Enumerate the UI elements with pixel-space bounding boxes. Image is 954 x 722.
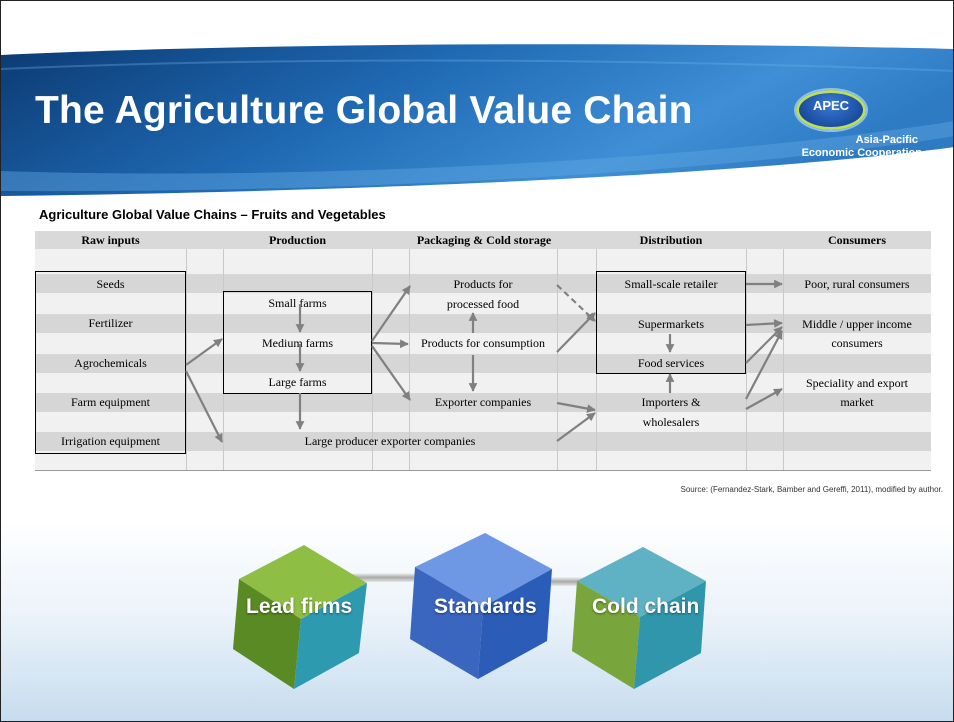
cube-cold-chain	[572, 547, 706, 689]
input-agrochemicals: Agrochemicals	[74, 356, 147, 370]
column-header-packaging: Packaging & Cold storage	[416, 233, 552, 247]
arrow-inputs-to-production	[185, 338, 223, 366]
column-divider	[783, 249, 784, 471]
consumer-speciality-line1: Speciality and export	[806, 376, 908, 390]
input-fertilizer: Fertilizer	[88, 316, 133, 330]
cube-label-standards: Standards	[434, 595, 537, 618]
column-header-production: Production	[268, 233, 327, 247]
cube-standards	[410, 533, 552, 679]
distribution-food-services: Food services	[637, 356, 705, 370]
arrow-production-to-exporters	[371, 345, 411, 401]
arrow-production-to-consumption	[371, 339, 409, 349]
consumer-speciality-line2: market	[840, 395, 874, 409]
production-group	[223, 291, 372, 394]
arrow-inputs-to-large-exporters	[185, 370, 223, 443]
consumer-middle-upper-line2: consumers	[831, 336, 883, 350]
cube-lead-firms	[233, 545, 367, 689]
packaging-processed-food-line2: processed food	[446, 297, 520, 311]
apec-name-line1: Asia-Pacific	[855, 134, 918, 146]
distribution-importers-line2: wholesalers	[642, 415, 700, 429]
production-small-farms: Small farms	[268, 296, 327, 310]
column-divider	[746, 249, 747, 471]
large-producer-exporter-companies: Large producer exporter companies	[304, 434, 476, 448]
key-elements: Lead firms Standards Cold chain	[1, 521, 953, 721]
title-banner	[1, 44, 953, 196]
diagram-baseline	[35, 470, 931, 471]
arrow-production-to-processed	[371, 285, 411, 342]
apec-name-line2: Economic Cooperation	[801, 147, 922, 159]
column-header-distribution: Distribution	[639, 233, 703, 247]
distribution-importers-line1: Importers &	[641, 395, 701, 409]
production-medium-farms: Medium farms	[262, 336, 333, 350]
distribution-small-scale-retailer: Small-scale retailer	[624, 277, 718, 291]
cube-label-lead-firms: Lead firms	[246, 595, 353, 618]
consumer-middle-upper-line1: Middle / upper income	[802, 317, 912, 331]
apec-logo: APEC Asia-Pacific Economic Cooperation	[784, 88, 944, 178]
arrow-importers-to-middle	[745, 330, 783, 400]
column-divider	[557, 249, 558, 471]
column-header-raw-inputs: Raw inputs	[81, 233, 140, 247]
arrow-distribution-to-middle	[745, 319, 783, 328]
arrow-exporters-to-importers	[556, 401, 596, 413]
diagram-title: Agriculture Global Value Chains – Fruits…	[39, 207, 386, 222]
distribution-supermarkets: Supermarkets	[638, 317, 704, 331]
row-band	[35, 314, 931, 333]
column-divider	[372, 249, 373, 471]
row-band	[35, 393, 931, 412]
apec-emblem	[794, 88, 868, 132]
arrow-processed-to-distribution-dashed	[556, 284, 596, 322]
packaging-products-for-consumption: Products for consumption	[421, 336, 545, 350]
diagram-header-bar	[35, 231, 931, 249]
arrow-large-exporters-to-importers	[556, 412, 596, 442]
packaging-exporter-companies: Exporter companies	[434, 395, 532, 409]
column-header-consumers: Consumers	[827, 233, 886, 247]
input-farm-equipment: Farm equipment	[71, 395, 150, 409]
arrow-consumption-to-distribution	[556, 312, 596, 353]
input-irrigation-equipment: Irrigation equipment	[61, 434, 160, 448]
cube-label-cold-chain: Cold chain	[592, 595, 700, 618]
apec-acronym: APEC	[812, 98, 850, 113]
row-band	[35, 354, 931, 373]
production-large-farms: Large farms	[268, 375, 327, 389]
input-seeds: Seeds	[96, 277, 125, 291]
cubes-graphic	[233, 533, 706, 689]
column-divider	[409, 249, 410, 471]
row-band	[35, 432, 931, 451]
packaging-processed-food-line1: Products for	[453, 277, 513, 291]
consumer-poor-rural: Poor, rural consumers	[804, 277, 910, 291]
column-divider	[186, 249, 187, 471]
row-band	[35, 274, 931, 293]
arrow-food-services-to-middle	[745, 326, 783, 364]
arrow-importers-to-speciality	[745, 388, 783, 410]
source-note: Source: (Fernandez-Stark, Bamber and Ger…	[680, 485, 943, 494]
raw-inputs-group	[35, 271, 186, 454]
slide-title: The Agriculture Global Value Chain	[35, 89, 693, 132]
